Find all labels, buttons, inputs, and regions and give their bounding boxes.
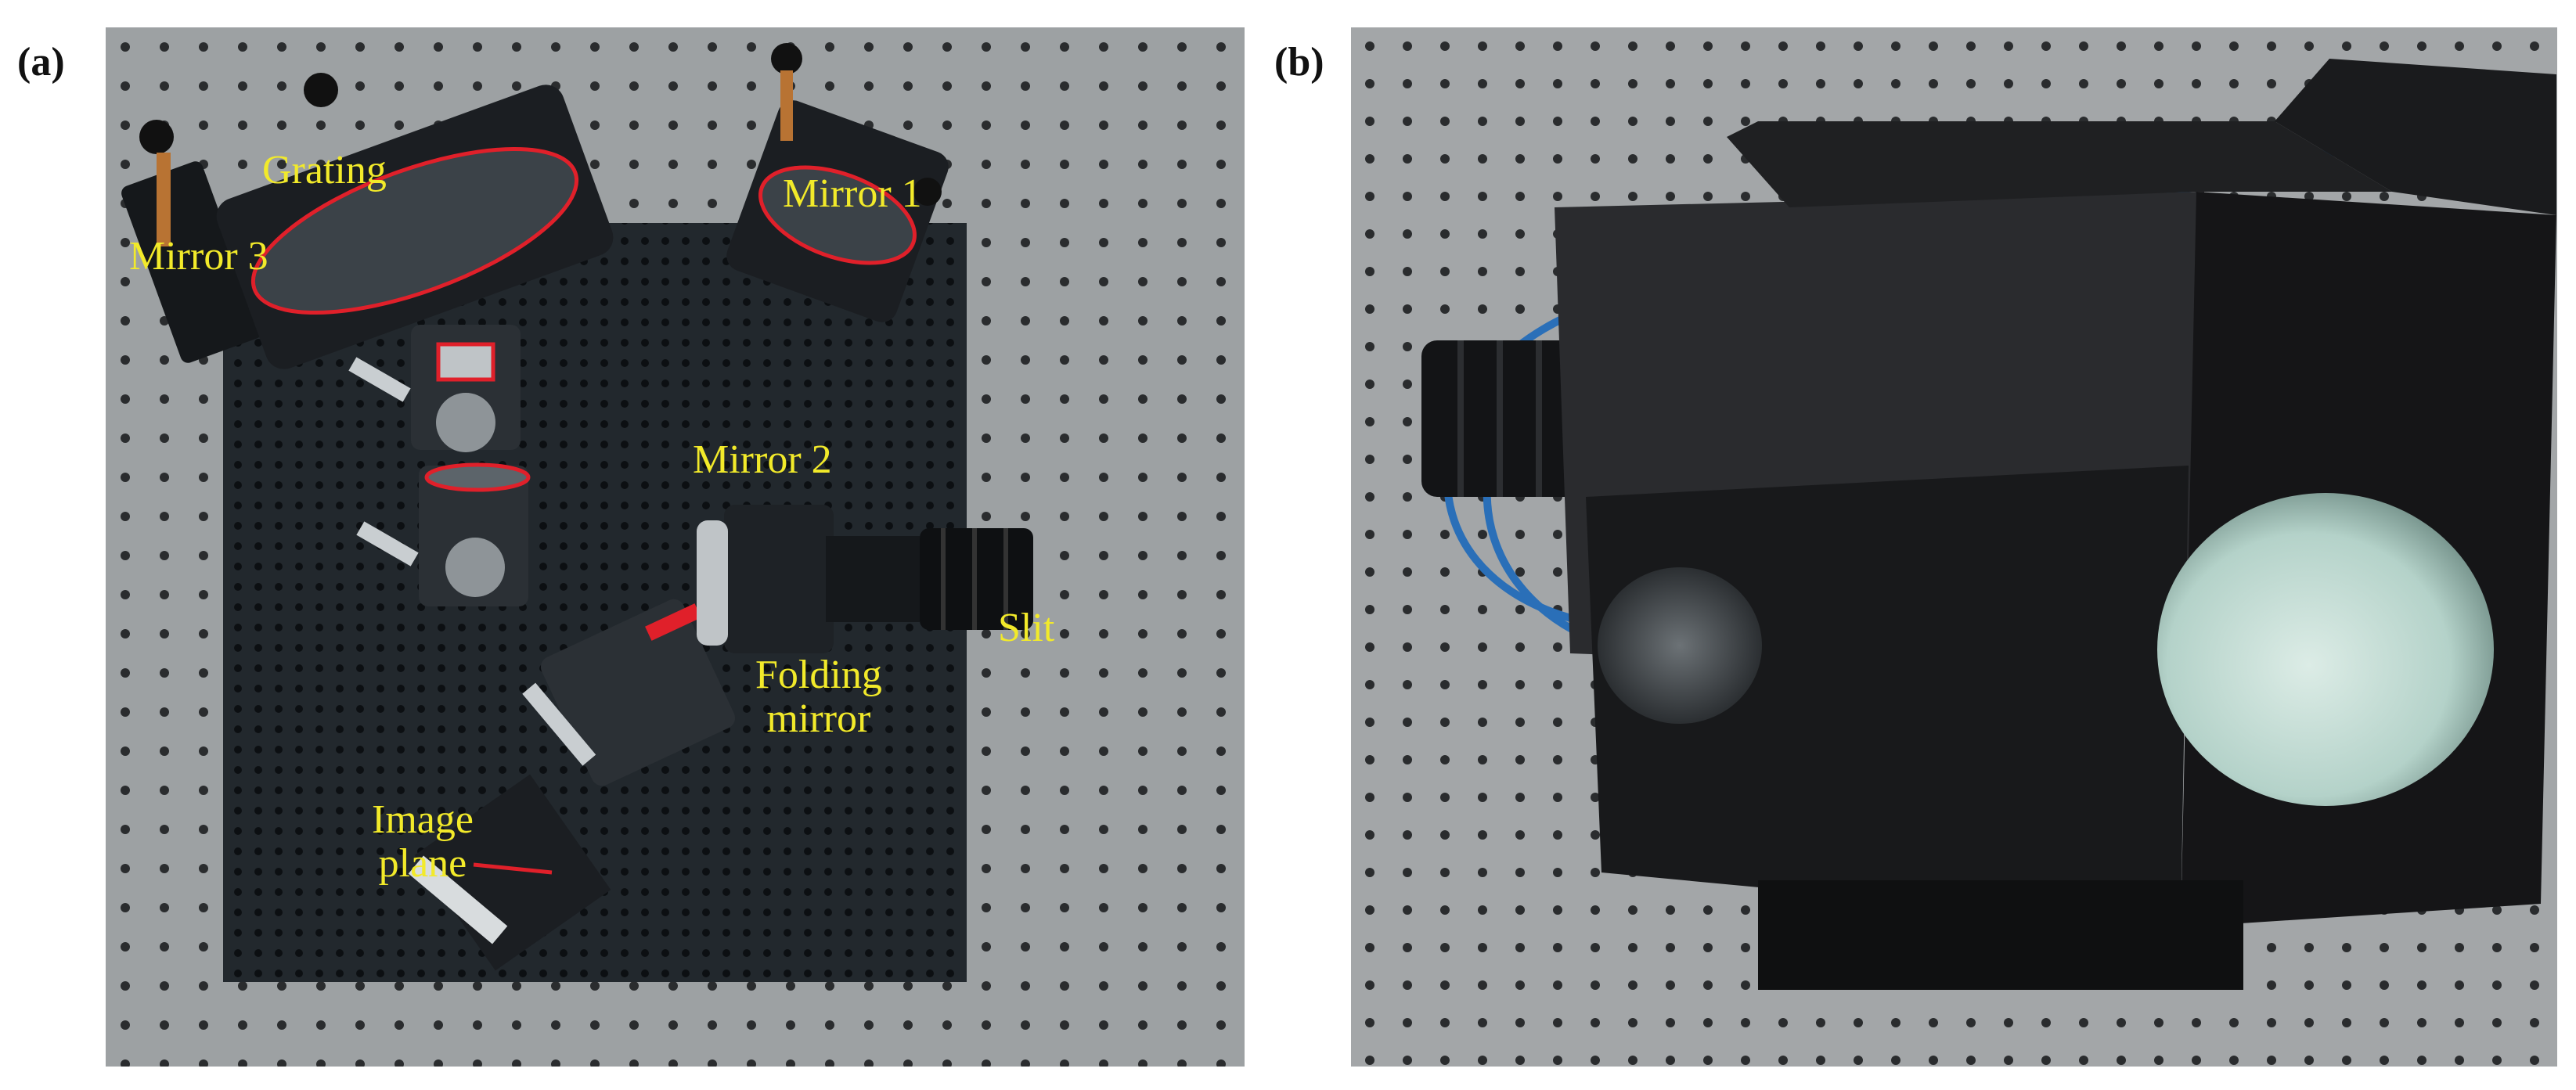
label-mirror-3: Mirror 3	[129, 234, 268, 279]
photo-spectrometer-housing-drawing	[1351, 27, 2557, 1067]
small-lens-window	[1598, 567, 1762, 724]
image-plane-mount	[408, 774, 611, 971]
mirror-2-mount	[356, 462, 531, 606]
mirror-1-highlight	[758, 165, 917, 265]
photo-optical-layout-drawing	[106, 27, 1245, 1067]
mirror-1-mount	[726, 43, 949, 322]
large-lens-window	[2157, 493, 2494, 806]
grating-mount	[348, 325, 521, 452]
grating-highlight	[436, 342, 495, 382]
slit-and-lens	[697, 505, 1033, 653]
photo-optical-layout: Grating Mirror 1 Mirror 3 Mirror 2 Slit …	[106, 27, 1245, 1067]
label-image-plane: Image plane	[372, 797, 474, 886]
mirror-3-highlight	[250, 146, 579, 315]
label-mirror-2: Mirror 2	[693, 437, 832, 482]
label-folding-mirror: Folding mirror	[755, 653, 882, 741]
folding-mirror-mount	[522, 599, 736, 786]
label-slit: Slit	[998, 606, 1055, 650]
mirror-3-mount	[121, 73, 614, 369]
mirror-2-highlight	[424, 462, 531, 492]
label-mirror-1: Mirror 1	[783, 171, 922, 216]
photo-spectrometer-housing	[1351, 27, 2557, 1067]
folding-mirror-highlight	[645, 603, 701, 641]
image-plane-highlight	[473, 862, 553, 875]
label-grating: Grating	[262, 148, 387, 192]
panel-b-letter: (b)	[1274, 40, 1324, 85]
panel-a-letter: (a)	[17, 40, 65, 85]
